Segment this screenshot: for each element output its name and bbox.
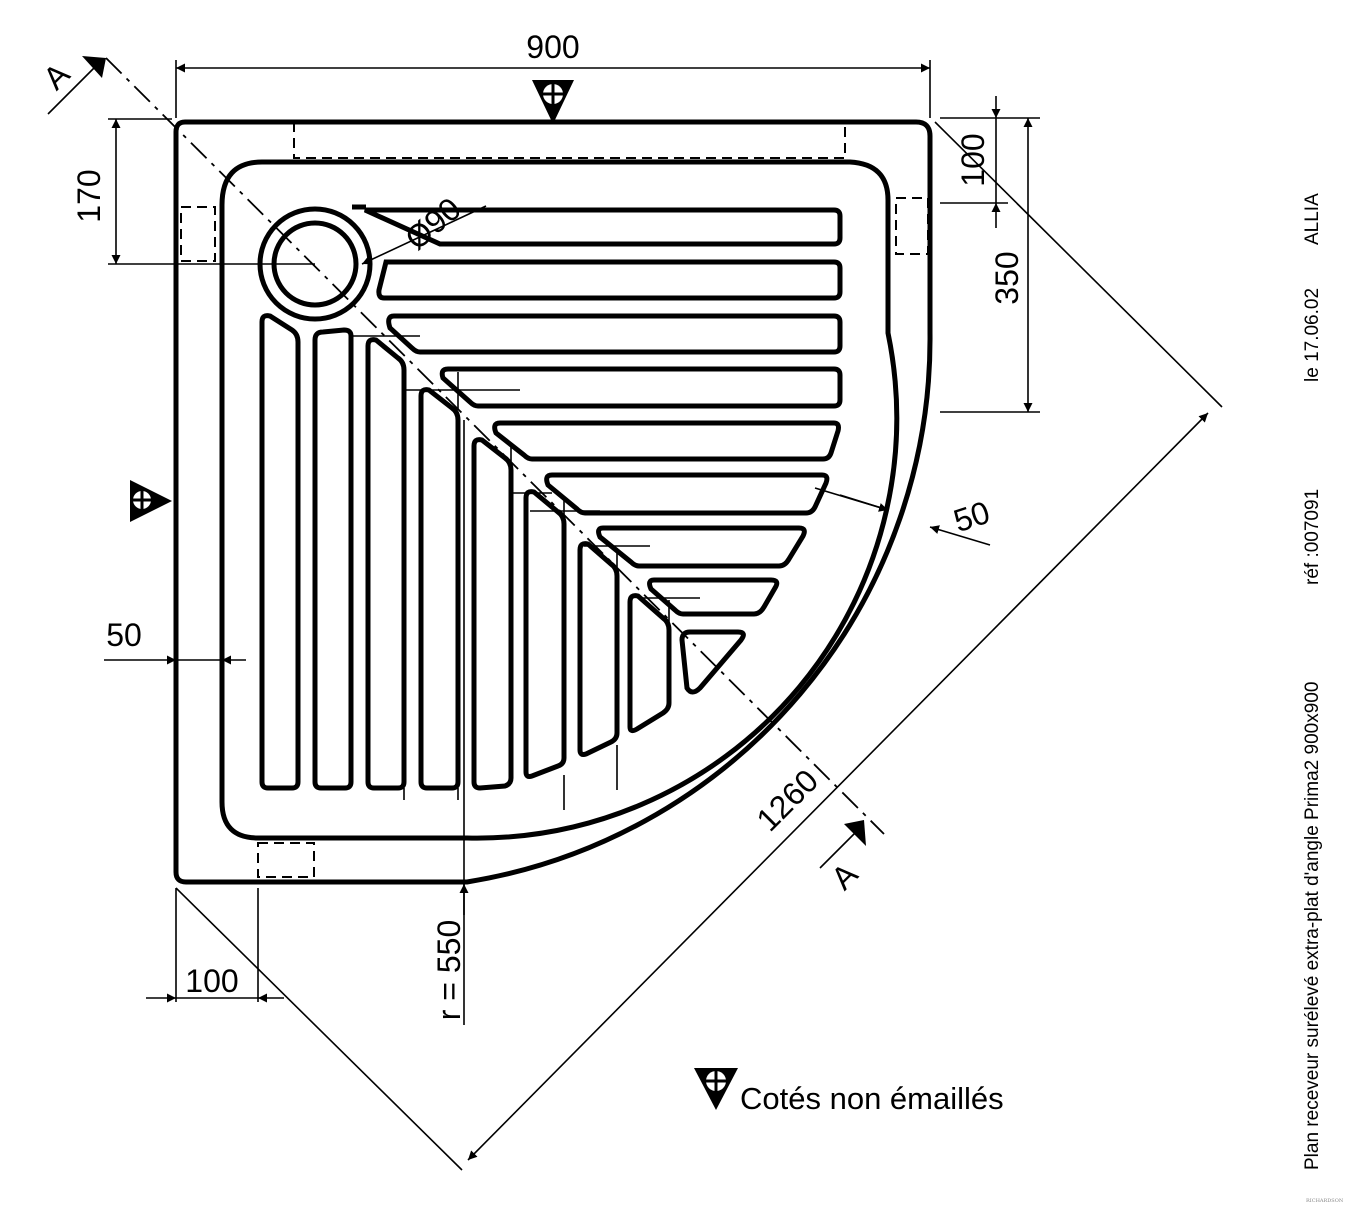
dim-drain-diameter: Ø90	[361, 190, 487, 265]
section-marker-bottom: A	[824, 855, 865, 896]
unenamelled-symbol-top	[532, 80, 574, 124]
title-block: Plan receveur surélevé extra-plat d'angl…	[1302, 193, 1323, 1170]
watermark: RICHARDSON	[1306, 1198, 1344, 1204]
dim-100-right: 100	[940, 96, 1008, 228]
title-company: ALLIA	[1302, 193, 1323, 245]
legend-text: Cotés non émaillés	[740, 1081, 1004, 1116]
dim-900: 900	[175, 29, 931, 118]
dim-1260-label: 1260	[749, 762, 825, 838]
dim-radius-label: r = 550	[431, 920, 467, 1021]
dim-50-left-label: 50	[106, 617, 142, 653]
vertical-ribs	[259, 313, 672, 791]
unenamelled-symbol-left	[130, 480, 172, 522]
dim-50-right-label: 50	[949, 494, 994, 539]
dim-drain-diameter-label: Ø90	[398, 190, 467, 256]
title-reference: réf :007091	[1302, 489, 1323, 585]
dim-170: 170	[71, 118, 315, 265]
legend: Cotés non émaillés	[694, 1068, 1004, 1116]
unenamelled-side-markers	[180, 122, 929, 878]
title-description: Plan receveur surélevé extra-plat d'angl…	[1302, 682, 1323, 1170]
dim-350-label: 350	[989, 251, 1025, 304]
legend-symbol	[694, 1068, 738, 1110]
dim-50-left: 50	[104, 617, 246, 665]
dim-900-label: 900	[526, 29, 579, 65]
dim-radius: r = 550	[431, 420, 469, 1025]
dim-1260: 1260	[175, 121, 1223, 1171]
dim-350: 350	[940, 117, 1040, 413]
dim-100-bottom: 100	[146, 888, 284, 1003]
dim-170-label: 170	[71, 169, 107, 222]
drain	[257, 204, 373, 322]
title-date: le 17.06.02	[1302, 288, 1323, 382]
horizontal-ribs	[363, 207, 843, 695]
dim-100-bottom-label: 100	[185, 963, 238, 999]
